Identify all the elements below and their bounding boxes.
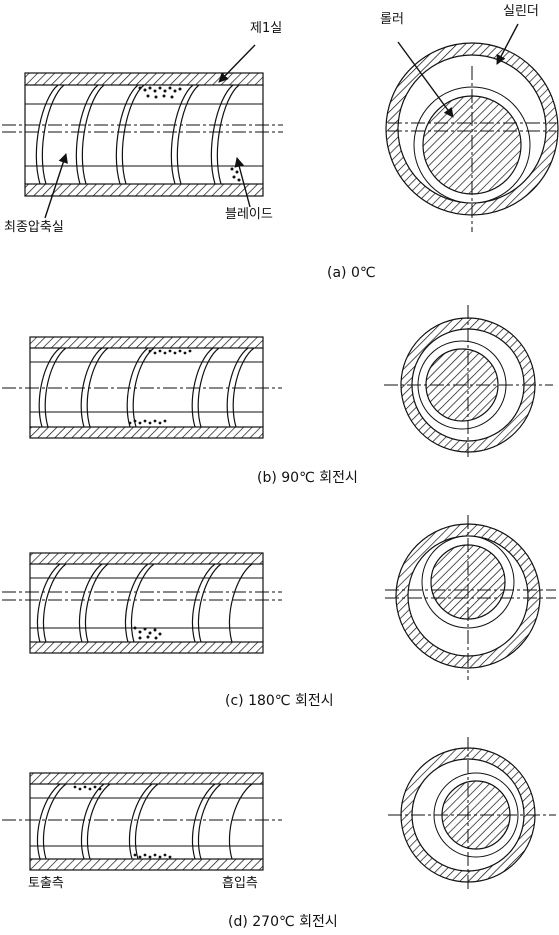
cylinder-side-view-c (2, 552, 282, 654)
cylinder-side-view-b (2, 336, 282, 439)
cylinder-end-view-b (384, 305, 553, 460)
caption-d: (d) 270℃ 회전시 (228, 914, 338, 930)
cylinder-end-view-d (388, 737, 556, 892)
label-suction-side: 흡입측 (222, 876, 258, 891)
caption-b: (b) 90℃ 회전시 (257, 470, 358, 486)
cylinder-side-view-a (2, 72, 283, 197)
caption-c: (c) 180℃ 회전시 (225, 693, 334, 709)
caption-a: (a) 0℃ (327, 265, 376, 281)
cylinder-end-view-a (385, 42, 559, 232)
label-cylinder: 실린더 (503, 4, 539, 19)
label-final-compression-chamber: 최종압축실 (4, 220, 64, 235)
cylinder-end-view-c (385, 515, 556, 680)
cylinder-side-view-d (2, 772, 282, 871)
gas-dots-a (138, 86, 241, 182)
label-blade: 블레이드 (225, 207, 273, 222)
label-first-chamber: 제1실 (250, 21, 283, 36)
label-discharge-side: 토출측 (28, 876, 64, 891)
blade-helix-a (35, 84, 240, 185)
leader-arrows-a (44, 23, 519, 219)
label-roller: 롤러 (380, 12, 404, 27)
